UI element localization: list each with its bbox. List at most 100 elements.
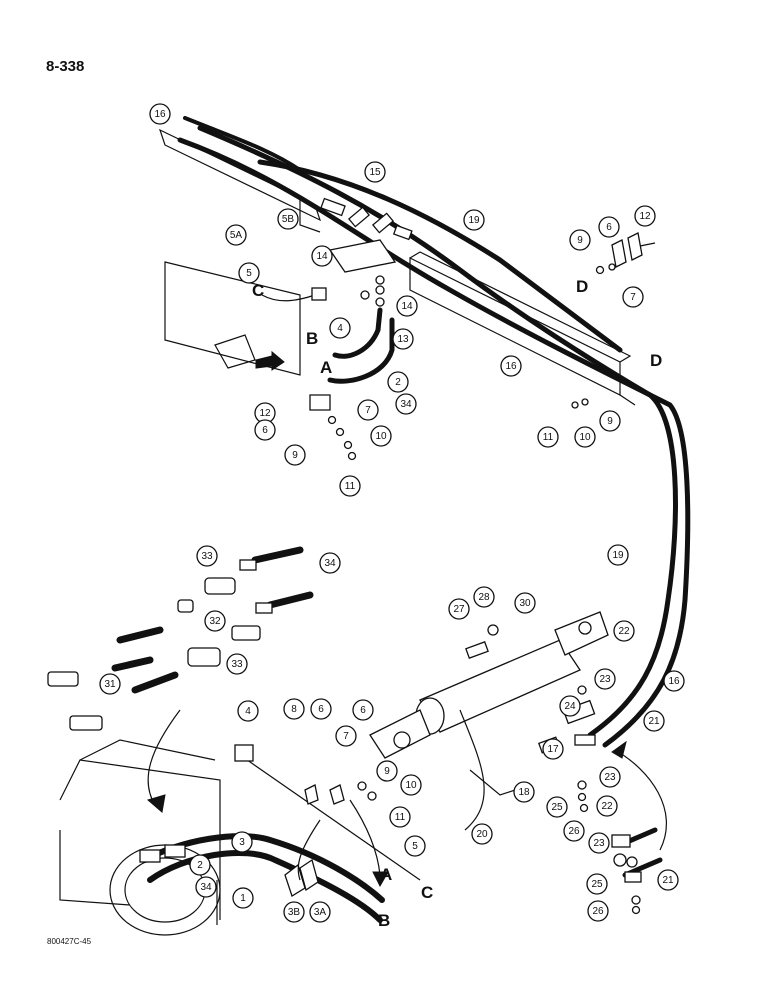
part-callout: 11 xyxy=(389,806,411,828)
part-callout-number: 34 xyxy=(324,558,336,569)
part-callout: 26 xyxy=(563,820,585,842)
part-callout-number: 9 xyxy=(292,450,298,461)
part-callout: 8 xyxy=(283,698,305,720)
part-callout: 34 xyxy=(395,393,417,415)
part-callout-number: 25 xyxy=(551,802,563,813)
part-callout: 7 xyxy=(335,725,357,747)
part-callout-number: 26 xyxy=(592,906,604,917)
connection-letter: B xyxy=(378,911,390,930)
part-callout-number: 5A xyxy=(230,230,243,241)
part-callout-number: 23 xyxy=(593,838,605,849)
part-callout: 9 xyxy=(599,410,621,432)
part-callout-number: 18 xyxy=(518,787,530,798)
part-callout: 23 xyxy=(599,766,621,788)
part-callout: 7 xyxy=(357,399,379,421)
part-callout-number: 11 xyxy=(345,481,356,492)
part-callout: 14 xyxy=(311,245,333,267)
part-callout-number: 31 xyxy=(104,679,116,690)
part-callout: 5A xyxy=(225,224,247,246)
part-callout-number: 30 xyxy=(519,598,531,609)
part-callout-number: 5 xyxy=(246,268,252,279)
part-callout-number: 3A xyxy=(314,907,327,918)
connection-letter: A xyxy=(320,358,332,377)
part-callout-number: 5B xyxy=(282,214,295,225)
part-callout: 16 xyxy=(149,103,171,125)
part-callout-number: 15 xyxy=(369,167,381,178)
part-callout-number: 27 xyxy=(453,604,465,615)
part-callout-number: 12 xyxy=(259,408,271,419)
part-callout: 32 xyxy=(204,610,226,632)
part-callout: 16 xyxy=(663,670,685,692)
part-callout: 10 xyxy=(370,425,392,447)
part-callout-number: 7 xyxy=(343,731,349,742)
part-callout-number: 2 xyxy=(395,377,401,388)
part-callout-number: 3 xyxy=(239,837,245,848)
part-callout: 21 xyxy=(657,869,679,891)
part-callout-number: 6 xyxy=(360,705,366,716)
part-callout: 14 xyxy=(396,295,418,317)
connection-letter: C xyxy=(421,883,433,902)
part-callout: 4 xyxy=(237,700,259,722)
part-callout-number: 21 xyxy=(648,716,660,727)
part-callout: 4 xyxy=(329,317,351,339)
part-callout-number: 16 xyxy=(668,676,680,687)
part-callout: 19 xyxy=(463,209,485,231)
part-callout: 10 xyxy=(574,426,596,448)
part-callout-number: 8 xyxy=(291,704,297,715)
part-callout-number: 34 xyxy=(400,399,412,410)
part-callout: 34 xyxy=(195,876,217,898)
part-callout-number: 5 xyxy=(412,841,418,852)
cylinder-assembly xyxy=(369,611,609,831)
part-callout-number: 6 xyxy=(606,222,612,233)
part-callout-number: 28 xyxy=(478,592,490,603)
part-callout: 22 xyxy=(613,620,635,642)
part-callout: 33 xyxy=(196,545,218,567)
part-callout-number: 26 xyxy=(568,826,580,837)
part-callout: 5B xyxy=(277,208,299,230)
part-callout: 9 xyxy=(569,229,591,251)
part-callout-number: 34 xyxy=(200,882,212,893)
part-callout: 3 xyxy=(231,831,253,853)
part-callout-number: 25 xyxy=(591,879,603,890)
part-callout: 6 xyxy=(598,216,620,238)
part-callout: 11 xyxy=(339,475,361,497)
connection-letter: D xyxy=(576,277,588,296)
part-callout: 26 xyxy=(587,900,609,922)
part-callout-number: 16 xyxy=(154,109,166,120)
part-callout: 3B xyxy=(283,901,305,923)
part-callout: 15 xyxy=(364,161,386,183)
part-callout: 6 xyxy=(352,699,374,721)
part-callout: 22 xyxy=(596,795,618,817)
upper-hose-assembly xyxy=(158,116,691,748)
part-callout-number: 11 xyxy=(543,432,554,443)
page-number: 8-338 xyxy=(46,58,85,75)
part-callout: 19 xyxy=(607,544,629,566)
part-callout: 2 xyxy=(387,371,409,393)
coupler-fittings xyxy=(47,546,314,731)
figure-code: 800427C-45 xyxy=(47,937,92,946)
part-callout-number: 6 xyxy=(262,425,268,436)
part-callout-number: 23 xyxy=(599,674,611,685)
part-callout: 33 xyxy=(226,653,248,675)
part-callout: 11 xyxy=(537,426,559,448)
part-callout-number: 32 xyxy=(209,616,221,627)
connection-letter: A xyxy=(380,865,392,884)
part-callout: 17 xyxy=(542,738,564,760)
part-callout: 24 xyxy=(559,695,581,717)
part-callout: 3A xyxy=(309,901,331,923)
part-callout: 12 xyxy=(634,205,656,227)
part-callout: 23 xyxy=(588,832,610,854)
lower-right-fittings xyxy=(611,740,667,915)
part-callout-number: 10 xyxy=(579,432,591,443)
part-callout-number: 6 xyxy=(318,704,324,715)
part-callout: 25 xyxy=(586,873,608,895)
part-callout-number: 9 xyxy=(577,235,583,246)
part-callout-number: 20 xyxy=(476,829,488,840)
part-callout-number: 14 xyxy=(401,301,413,312)
part-callout-number: 4 xyxy=(245,706,251,717)
part-callout-number: 11 xyxy=(395,812,406,823)
part-callout: 9 xyxy=(376,760,398,782)
